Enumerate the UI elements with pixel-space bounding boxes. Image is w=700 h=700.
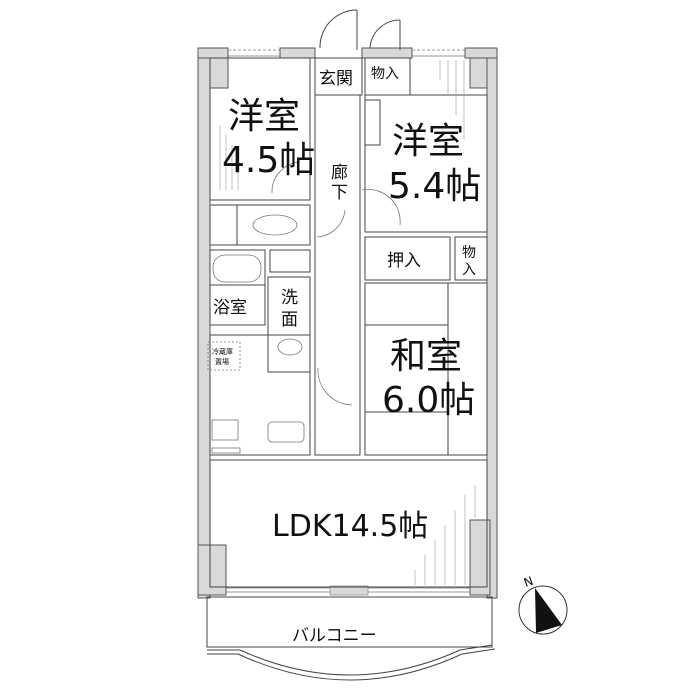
fridge-label-2: 置場 xyxy=(215,357,229,366)
storage-side-label-1: 物 xyxy=(462,245,476,261)
compass: N xyxy=(518,574,568,635)
entrance-door xyxy=(319,9,401,50)
toilet-icon xyxy=(252,214,298,236)
entrance-label: 玄関 xyxy=(319,69,353,89)
windows xyxy=(226,49,470,596)
sink-icon xyxy=(267,421,305,443)
interior-doors xyxy=(271,161,401,406)
ldk-label: LDK14.5帖 xyxy=(272,509,428,544)
washroom-label-1: 洗 xyxy=(281,288,298,308)
room-size: 5.4帖 xyxy=(388,166,481,207)
room-western-4-5: 洋室 4.5帖 xyxy=(222,96,315,181)
fixtures xyxy=(207,214,305,454)
bathroom-label: 浴室 xyxy=(213,298,247,318)
oshiire-label: 押入 xyxy=(387,251,421,271)
compass-north-label: N xyxy=(522,574,535,590)
room-japanese: 和室 6.0帖 xyxy=(382,336,475,421)
interior-walls xyxy=(206,57,496,681)
room-size: 6.0帖 xyxy=(382,380,475,421)
hallway-label-2: 下 xyxy=(331,183,348,203)
outer-walls xyxy=(197,47,498,599)
hatching xyxy=(219,60,476,585)
balcony-label: バルコニー xyxy=(292,626,377,646)
room-name: 和室 xyxy=(390,336,462,377)
room-size: 4.5帖 xyxy=(222,140,315,181)
washbasin-icon xyxy=(277,338,303,356)
storage-side-label-2: 入 xyxy=(462,262,476,278)
fridge-label-1: 冷蔵庫 xyxy=(212,347,233,356)
hallway-label-1: 廊 xyxy=(331,163,348,183)
washroom-label-2: 面 xyxy=(281,310,298,330)
room-western-5-4: 洋室 5.4帖 xyxy=(388,121,481,207)
room-name: 洋室 xyxy=(392,121,464,162)
storage-top-label: 物入 xyxy=(371,66,399,82)
room-name: 洋室 xyxy=(228,96,300,137)
bathtub-icon xyxy=(212,254,262,283)
fridge-space xyxy=(207,341,241,371)
stove-icon xyxy=(211,419,239,441)
north-arrow-icon xyxy=(535,588,562,633)
